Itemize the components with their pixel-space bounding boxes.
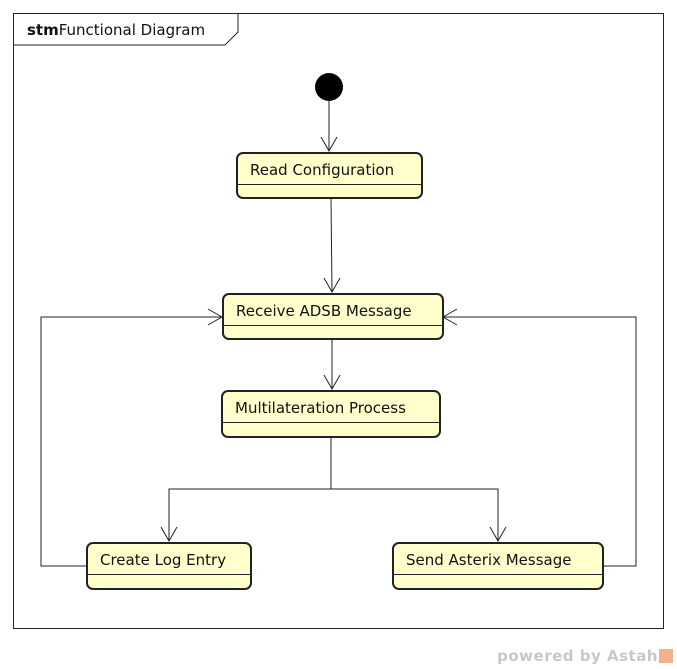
- transition-asterix-to-receive: [443, 316, 637, 567]
- state-multilateration-process[interactable]: Multilateration Process: [221, 390, 441, 438]
- state-divider: [88, 574, 250, 575]
- state-divider: [223, 422, 439, 423]
- state-receive-adsb-message[interactable]: Receive ADSB Message: [222, 293, 444, 340]
- state-divider: [394, 574, 602, 575]
- initial-state: [315, 73, 343, 101]
- state-name: Read Configuration: [250, 161, 395, 179]
- state-divider: [238, 184, 421, 185]
- arrowhead: [323, 374, 341, 391]
- state-read-configuration[interactable]: Read Configuration: [236, 152, 423, 199]
- frame-keyword: stm: [27, 21, 59, 39]
- state-name: Receive ADSB Message: [236, 302, 412, 320]
- state-create-log-entry[interactable]: Create Log Entry: [86, 542, 252, 590]
- arrowhead: [320, 136, 338, 153]
- transition-read-to-receive: [330, 198, 333, 293]
- watermark: powered by Astah: [497, 647, 673, 665]
- transition-log-to-receive: [40, 316, 222, 567]
- arrowhead: [323, 277, 341, 294]
- state-name: Send Asterix Message: [406, 551, 572, 569]
- diagram-frame: [13, 13, 664, 629]
- arrowhead: [489, 526, 507, 543]
- state-divider: [224, 325, 442, 326]
- state-send-asterix-message[interactable]: Send Asterix Message: [392, 542, 604, 590]
- astah-logo-icon: [659, 649, 673, 663]
- state-name: Create Log Entry: [100, 551, 227, 569]
- watermark-text: powered by Astah: [497, 647, 658, 665]
- state-name: Multilateration Process: [235, 399, 406, 417]
- transition-multilat-to-asterix: [331, 488, 499, 541]
- transition-multilat-to-log: [168, 438, 332, 541]
- arrowhead: [160, 526, 178, 543]
- frame-label: stmFunctional Diagram: [27, 21, 205, 39]
- frame-title: Functional Diagram: [58, 21, 206, 39]
